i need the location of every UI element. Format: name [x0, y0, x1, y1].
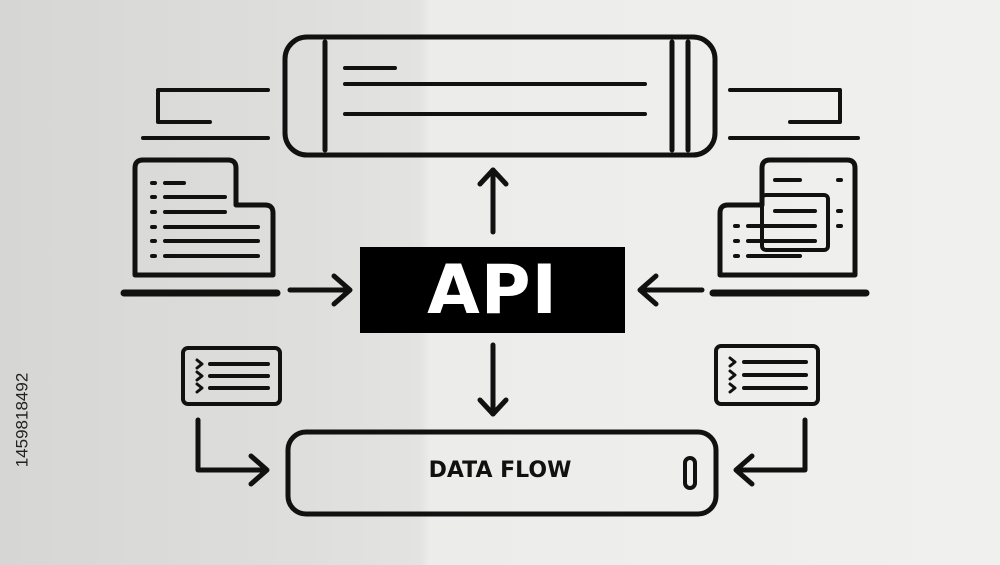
api-label-box: API [360, 247, 625, 333]
data-flow-label: DATA FLOW [428, 458, 572, 483]
image-id-watermark: 1459818492 [4, 320, 40, 520]
right-to-api-arrow-icon [637, 273, 705, 307]
top-left-connector [141, 88, 270, 140]
data-flow-bar [285, 429, 719, 517]
api-to-bottom-arrow-icon [477, 342, 509, 417]
api-to-top-arrow-icon [477, 167, 509, 235]
left-to-api-arrow-icon [287, 273, 353, 307]
right-list-card-icon [714, 344, 820, 406]
top-server-icon [282, 34, 718, 158]
right-document-icon [709, 157, 870, 297]
left-card-to-flow-arrow-icon [195, 417, 270, 487]
top-right-connector [728, 88, 860, 140]
left-list-card-icon [181, 346, 282, 406]
api-label: API [427, 250, 558, 330]
left-document-icon [120, 157, 281, 297]
right-card-to-flow-arrow-icon [733, 417, 808, 487]
image-id-text: 1459818492 [12, 372, 32, 468]
